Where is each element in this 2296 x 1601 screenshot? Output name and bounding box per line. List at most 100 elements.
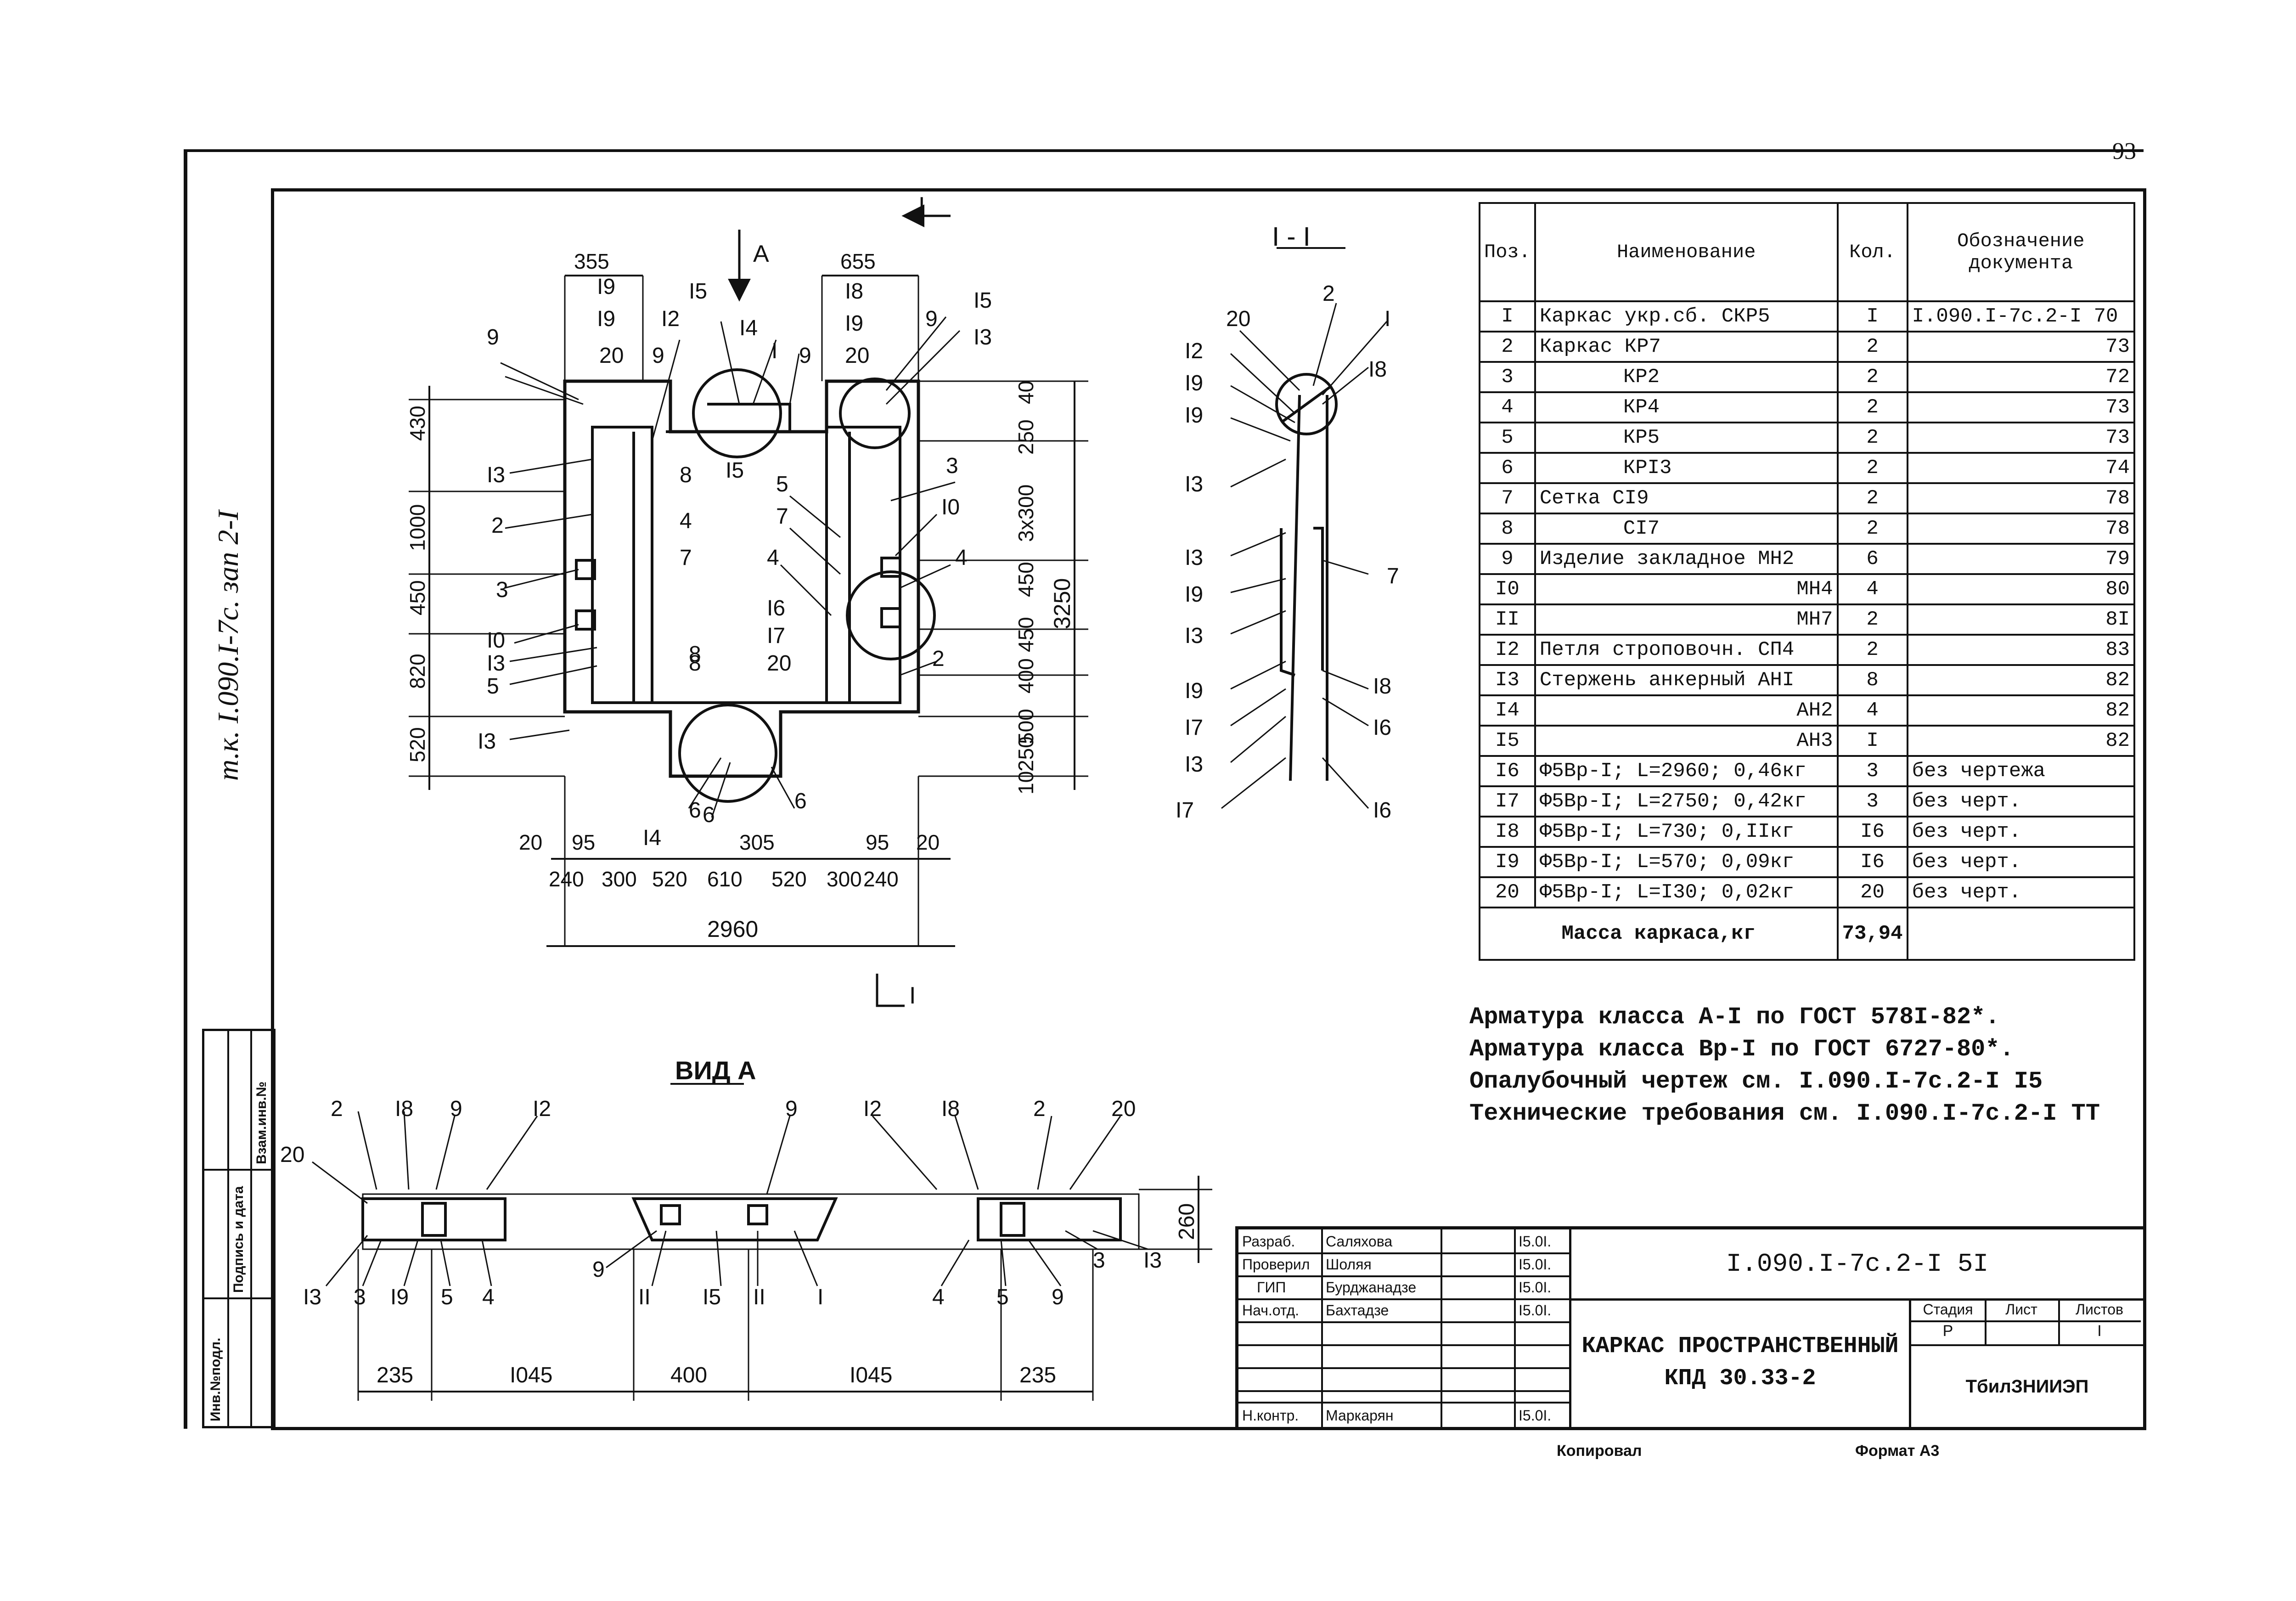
date-norm-control: I5.0I. <box>1519 1407 1552 1424</box>
plan-label: 5 <box>487 674 499 699</box>
spec-header-row: Поз. Наименование Кол. Обозначение докум… <box>1479 202 2136 302</box>
dim-bottom-1: 240 <box>549 867 584 891</box>
outer-frame <box>184 149 2144 1429</box>
view-a-label: 9 <box>785 1097 798 1121</box>
view-a-label: 5 <box>996 1285 1009 1309</box>
view-a-label: 3 <box>1093 1248 1105 1273</box>
dim-bottom-11: 20 <box>916 830 940 854</box>
date-developer: I5.0I. <box>1519 1233 1552 1250</box>
spec-cell-qty: 4 <box>1836 694 1908 727</box>
view-a-label: I5 <box>703 1285 721 1309</box>
specification-table: Поз. Наименование Кол. Обозначение докум… <box>1479 202 2136 961</box>
spec-cell-pos: I4 <box>1479 694 1536 727</box>
inner-frame <box>271 188 2146 1430</box>
spec-cell-qty: 20 <box>1836 876 1908 908</box>
spec-cell-name: Каркас укр.сб. СКР5 <box>1534 300 1839 333</box>
dim-bottom-8: 300 <box>827 867 862 891</box>
plan-label: 6 <box>703 803 715 827</box>
view-a-labels: ВИД А 2 I8 9 I2 20 9 I2 I8 2 20 I3 3 I9 … <box>280 1056 1199 1387</box>
plan-label: 2 <box>932 647 945 671</box>
spec-cell-name: Ф5Вр-I; L=I30; 0,02кг <box>1534 876 1839 908</box>
plan-label: I3 <box>487 463 505 487</box>
spec-cell-qty: 3 <box>1836 785 1908 817</box>
spec-cell-pos: I0 <box>1479 573 1536 605</box>
page-number: 93 <box>2112 138 2136 164</box>
dim-right-2: 3x300 <box>1014 485 1038 542</box>
spec-header-name: Наименование <box>1534 202 1839 302</box>
dim-bottom-2: 95 <box>572 830 595 854</box>
spec-cell-qty: 2 <box>1836 331 1908 363</box>
section-labels: I - I 20 2 I I2 I9 I8 I9 I3 I3 7 I9 I3 I… <box>1176 222 1399 823</box>
section-label: I9 <box>1185 371 1203 395</box>
view-a-dim: I045 <box>510 1363 552 1387</box>
view-a-label: I2 <box>533 1097 551 1121</box>
name-gip: Бурджанадзе <box>1326 1279 1417 1296</box>
spec-cell-qty: 6 <box>1836 543 1908 575</box>
spec-cell-doc: 73 <box>1906 391 2136 423</box>
spec-cell-qty: I6 <box>1836 816 1908 848</box>
name-developer: Саляхова <box>1326 1233 1393 1250</box>
plan-label: 3 <box>946 454 958 478</box>
spec-cell-doc: 72 <box>1906 361 2136 393</box>
spec-cell-qty: I <box>1836 300 1908 333</box>
plan-label: I0 <box>487 628 505 653</box>
spec-cell-pos: 8 <box>1479 513 1536 545</box>
document-name-line2: КПД 30.33-2 <box>1664 1365 1816 1392</box>
plan-label: 3 <box>496 578 508 602</box>
plan-label: 9 <box>799 344 811 368</box>
spec-cell-doc: 79 <box>1906 543 2136 575</box>
plan-label: 8 <box>680 463 692 487</box>
dim-bottom-6: 305 <box>739 830 775 854</box>
view-a-label: II <box>638 1285 651 1309</box>
side-stamp: Инв.№подл. Подпись и дата Взам.инв.№ <box>202 1029 276 1428</box>
footer-copied: Копировал <box>1557 1442 1642 1460</box>
plan-label: 6 <box>689 798 701 823</box>
dim-top-right: 655 <box>840 249 876 273</box>
plan-label: I3 <box>974 325 992 350</box>
date-gip: I5.0I. <box>1519 1279 1552 1296</box>
spec-mass-label: Масса каркаса,кг <box>1479 907 1839 961</box>
role-checker: Проверил <box>1242 1256 1310 1273</box>
view-a-dim: 235 <box>377 1363 413 1387</box>
spec-cell-doc: 78 <box>1906 482 2136 514</box>
dim-bottom-5: 610 <box>707 867 743 891</box>
view-a-label: I8 <box>395 1097 413 1121</box>
dim-left-0: 430 <box>405 406 429 441</box>
spec-cell-doc: 82 <box>1906 725 2136 757</box>
plan-label: I2 <box>661 307 680 331</box>
view-a-label: 2 <box>331 1097 343 1121</box>
section-label: I9 <box>1185 582 1203 607</box>
sheets-value: I <box>2097 1322 2102 1340</box>
section-label: I3 <box>1185 752 1203 777</box>
spec-cell-qty: 2 <box>1836 603 1908 636</box>
plan-label: I5 <box>726 458 744 483</box>
spec-cell-pos: 5 <box>1479 422 1536 454</box>
view-a-label: 2 <box>1033 1097 1046 1121</box>
view-a-label: 9 <box>592 1257 605 1282</box>
dim-left-4: 520 <box>405 727 429 762</box>
section-label: 20 <box>1226 307 1250 331</box>
view-a-label: I <box>817 1285 823 1309</box>
dim-bottom-3: 300 <box>602 867 637 891</box>
plan-label: 9 <box>925 307 938 331</box>
spec-cell-pos: 9 <box>1479 543 1536 575</box>
section-view <box>1221 247 1388 809</box>
section-title: I - I <box>1272 222 1311 252</box>
dim-top-left: 355 <box>574 249 609 273</box>
spec-cell-pos: 3 <box>1479 361 1536 393</box>
spec-cell-pos: I3 <box>1479 664 1536 696</box>
plan-label: 2 <box>491 513 504 538</box>
spec-cell-doc: без чертежа <box>1906 755 2136 787</box>
view-a-label: I3 <box>303 1285 321 1309</box>
spec-cell-name: КР5 <box>1534 422 1839 454</box>
plan-label: 7 <box>680 546 692 570</box>
spec-cell-doc: 78 <box>1906 513 2136 545</box>
stage-header: Стадия <box>1911 1298 1985 1322</box>
